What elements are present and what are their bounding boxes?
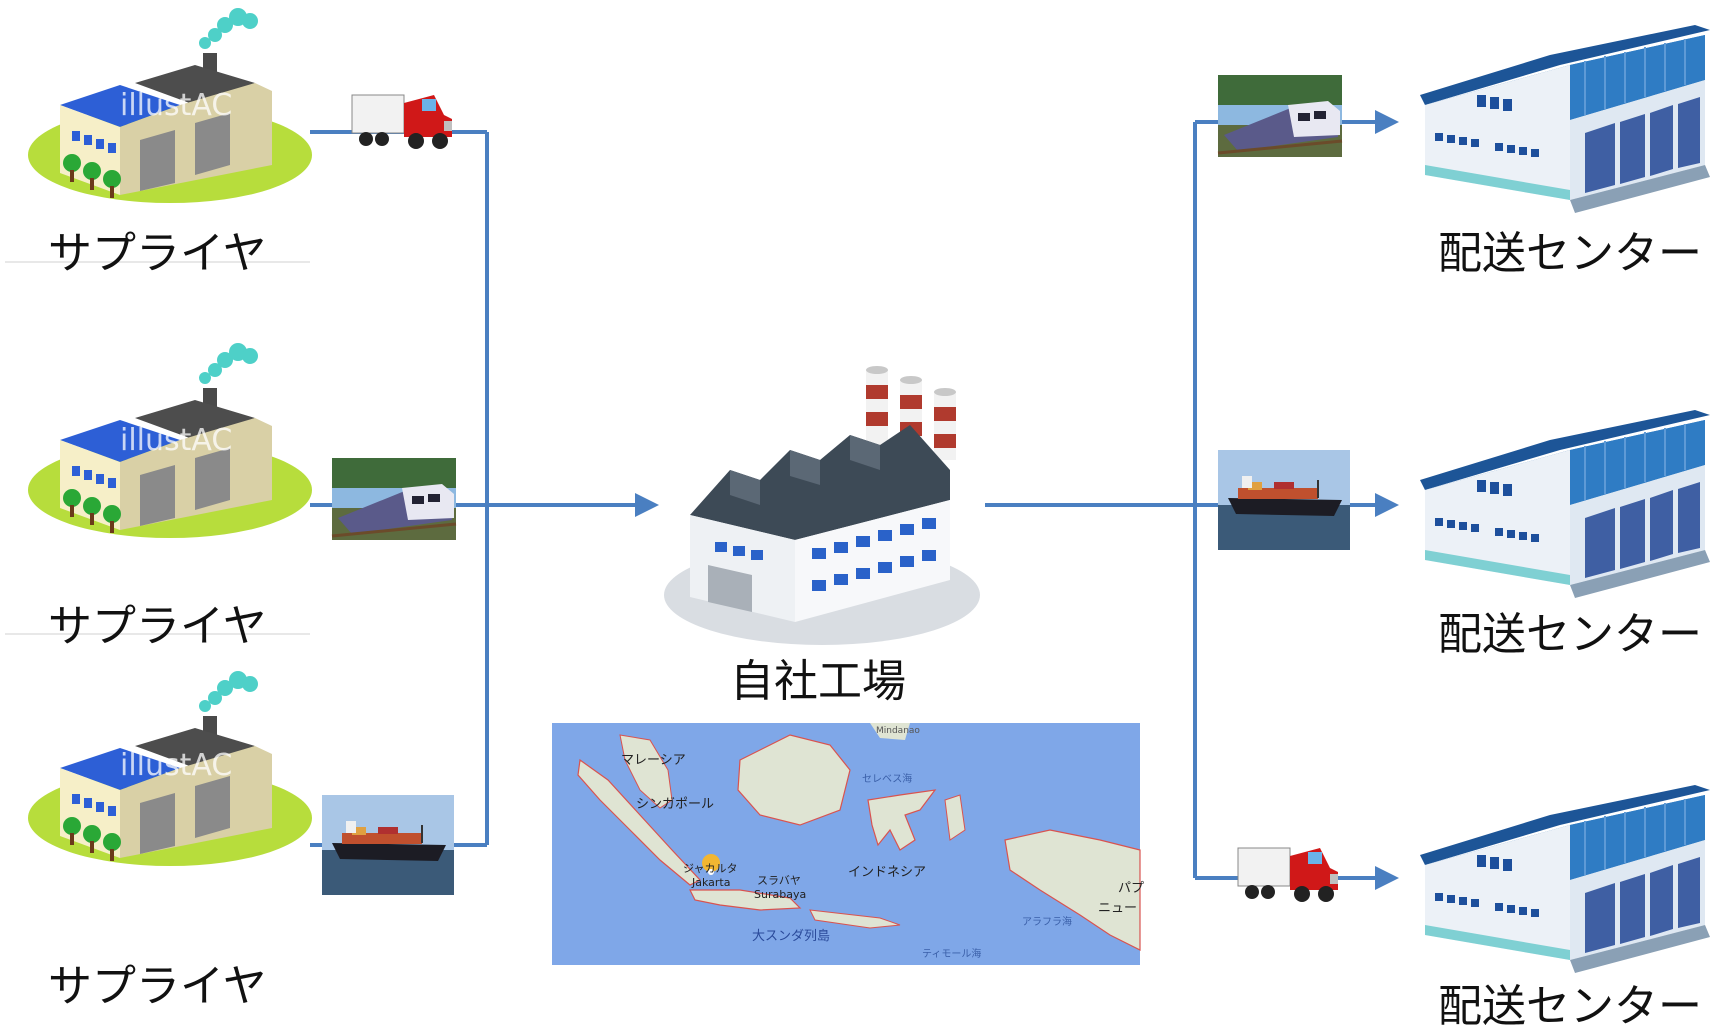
watermark-1: illustAC bbox=[120, 88, 232, 123]
train-photo-supplier-2 bbox=[330, 456, 458, 542]
watermark-3: illustAC bbox=[120, 748, 232, 783]
map-label-mindanao: Mindanao bbox=[876, 726, 920, 736]
center-label-3: 配送センター bbox=[1438, 981, 1702, 1026]
ship-photo-center-2 bbox=[1217, 449, 1351, 551]
map-label-jakarta-jp: ジャカルタ bbox=[683, 862, 737, 875]
main-factory-icon bbox=[664, 366, 980, 645]
truck-icon-center-3 bbox=[1237, 847, 1339, 903]
map-label-papua: パプ bbox=[1118, 881, 1144, 896]
supplier-label-2: サプライヤ bbox=[48, 601, 267, 652]
warehouse-icon-1 bbox=[1419, 24, 1711, 214]
ship-photo-supplier-3 bbox=[321, 794, 455, 896]
map-label-new: ニュー bbox=[1098, 901, 1137, 916]
center-label-1: 配送センター bbox=[1438, 228, 1702, 279]
warehouse-icon-3 bbox=[1419, 784, 1711, 974]
factory-label: 自社工場 bbox=[730, 656, 906, 707]
watermark-2: illustAC bbox=[120, 423, 232, 458]
map-label-surabaya: Surabaya bbox=[754, 888, 806, 901]
train-photo-center-1 bbox=[1216, 73, 1344, 159]
map-label-malaysia: マレーシア bbox=[621, 753, 686, 768]
center-connectors bbox=[985, 122, 1197, 878]
map-label-indonesia: インドネシア bbox=[848, 865, 926, 880]
supplier-label-1: サプライヤ bbox=[48, 228, 267, 279]
map-label-jakarta: Jakarta bbox=[691, 876, 730, 889]
center-label-2: 配送センター bbox=[1438, 609, 1702, 660]
map-label-arafura: アラフラ海 bbox=[1022, 915, 1072, 928]
map-label-celebes-sea: セレベス海 bbox=[862, 772, 912, 785]
warehouse-icon-2 bbox=[1419, 409, 1711, 599]
map-label-singapore: シンガポール bbox=[636, 797, 714, 812]
map-label-sunda: 大スンダ列島 bbox=[752, 929, 830, 944]
truck-icon-supplier-1 bbox=[351, 94, 453, 150]
map-label-timor: ティモール海 bbox=[922, 947, 981, 960]
map-label-surabaya-jp: スラバヤ bbox=[757, 874, 801, 887]
supplier-label-3: サプライヤ bbox=[48, 961, 267, 1012]
indonesia-map: マレーシア シンガポール Mindanao セレベス海 インドネシア ジャカルタ… bbox=[552, 723, 1144, 965]
